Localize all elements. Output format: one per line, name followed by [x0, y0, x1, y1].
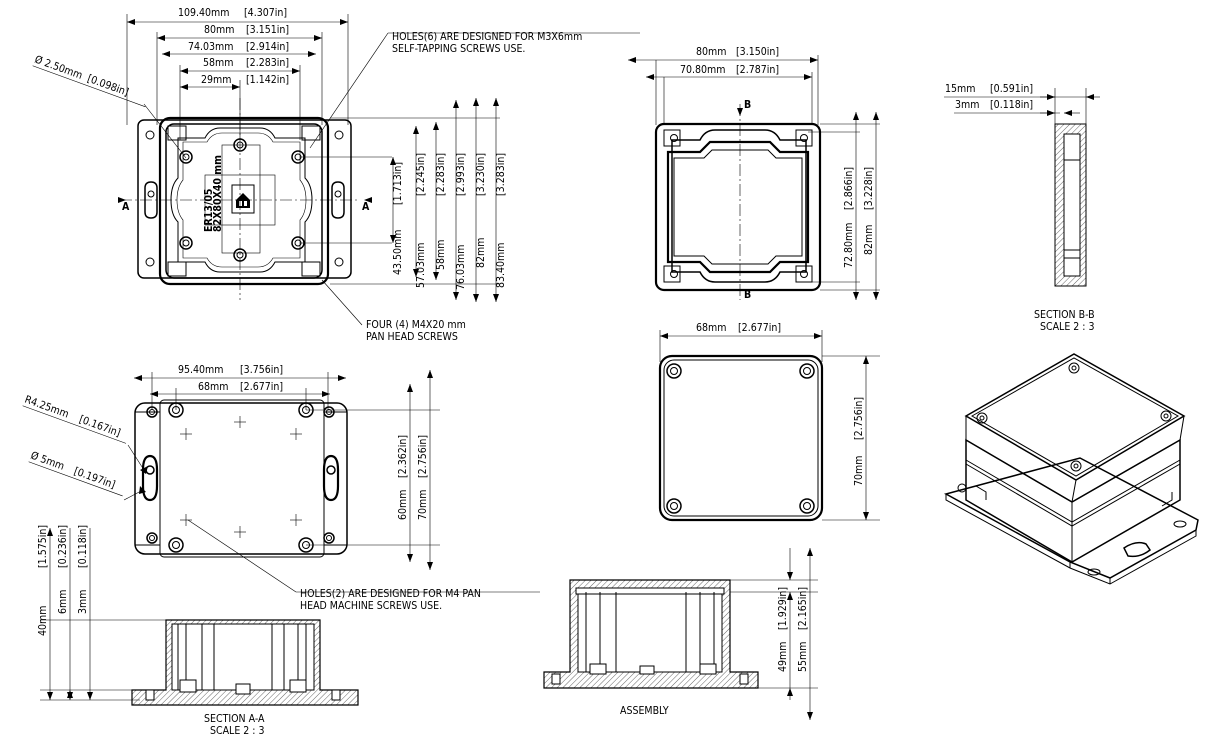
aa-title: SECTION A-A — [204, 713, 265, 725]
note-m3-screws-1: HOLES(6) ARE DESIGNED FOR M3X6mm — [392, 31, 582, 43]
base-h1-in: [2.362in] — [397, 435, 409, 478]
dim-h4-mm: 76.03mm — [455, 245, 467, 290]
radius-callout: R4.25mm [0.167in] — [22, 394, 127, 444]
dim-58-in: [2.283in] — [246, 57, 289, 69]
base-h1-mm: 60mm — [397, 490, 409, 520]
dim-29-in: [1.142in] — [246, 74, 289, 86]
section-aa: [1.575in] 40mm [0.236in] 6mm [0.118in] 3… — [37, 525, 359, 737]
base-radius-in: [0.167in] — [77, 413, 122, 439]
lid-w-in: [2.677in] — [738, 322, 781, 334]
hole-dia-in: [0.098in] — [86, 73, 131, 99]
isometric-view — [944, 353, 1199, 585]
logo-mark — [231, 184, 255, 214]
asm-d1-in: [1.929in] — [777, 587, 789, 630]
note-pan-screws-2: PAN HEAD SCREWS — [366, 331, 458, 343]
frame-h1-in: [2.866in] — [843, 167, 855, 210]
frame-section-mark-bottom: B — [744, 289, 751, 301]
aa-d2-in: [0.236in] — [57, 525, 69, 568]
dim-h6-in: [3.283in] — [495, 153, 507, 196]
aa-d3-in: [0.118in] — [77, 525, 89, 568]
sec-bb-d2-in: [0.118in] — [990, 99, 1033, 111]
sec-bb-scale: SCALE 2 : 3 — [1040, 321, 1094, 333]
top-view: 109.40mm [4.307in] 80mm [3.151in] 74.03m… — [32, 7, 640, 343]
asm-d1-mm: 49mm — [777, 642, 789, 672]
frame-w1-in: [3.150in] — [736, 46, 779, 58]
base-h2-in: [2.756in] — [417, 435, 429, 478]
frame-w2-mm: 70.80mm — [680, 64, 725, 76]
dim-h2-mm: 57.03mm — [415, 243, 427, 288]
note-m4-pan-2: HEAD MACHINE SCREWS USE. — [300, 600, 442, 612]
sec-bb-d1-mm: 15mm — [945, 83, 975, 95]
lid-view: 68mm [2.677in] [2.756in] 70mm — [658, 322, 880, 522]
dim-h5-mm: 82mm — [475, 238, 487, 268]
base-w1-mm: 95.40mm — [178, 364, 223, 376]
section-mark-a-right: A — [362, 201, 370, 213]
asm-d2-in: [2.165in] — [797, 587, 809, 630]
assembly-section: [1.929in] 49mm [2.165in] 55mm ASSEMBLY — [543, 548, 818, 720]
dim-h2-in: [2.245in] — [415, 153, 427, 196]
dim-109-in: [4.307in] — [244, 7, 287, 19]
lid-h-mm: 70mm — [853, 456, 865, 486]
dim-h6-mm: 83.40mm — [495, 243, 507, 288]
dim-h3-in: [2.283in] — [435, 153, 447, 196]
dim-29-mm: 29mm — [201, 74, 231, 86]
note-m3-screws-2: SELF-TAPPING SCREWS USE. — [392, 43, 525, 55]
note-m4-pan-1: HOLES(2) ARE DESIGNED FOR M4 PAN — [300, 588, 481, 600]
dim-80-mm: 80mm — [204, 24, 234, 36]
section-bb: 15mm [0.591in] 3mm [0.118in] SECTION B-B… — [944, 83, 1100, 333]
dim-h1-mm: 43.50mm — [392, 230, 404, 275]
top-view-width-dims: 109.40mm [4.307in] 80mm [3.151in] 74.03m… — [126, 7, 349, 140]
base-w2-mm: 68mm — [198, 381, 228, 393]
note-pan-screws-1: FOUR (4) M4X20 mm — [366, 319, 466, 331]
lid-w-mm: 68mm — [696, 322, 726, 334]
aa-d3-mm: 3mm — [77, 590, 89, 614]
dim-74-in: [2.914in] — [246, 41, 289, 53]
label-code: ER13/05 — [203, 189, 215, 232]
dim-h1-in: [1.713in] — [392, 162, 404, 205]
frame-w2-in: [2.787in] — [736, 64, 779, 76]
hole-dia-mm: Ø 2.50mm — [33, 54, 84, 82]
frame-h2-in: [3.228in] — [863, 167, 875, 210]
frame-section-mark-top: B — [744, 99, 751, 111]
base-w2-in: [2.677in] — [240, 381, 283, 393]
base-radius-mm: R4.25mm — [23, 394, 70, 421]
base-h2-mm: 70mm — [417, 490, 429, 520]
sec-bb-title: SECTION B-B — [1034, 309, 1095, 321]
asm-d2-mm: 55mm — [797, 642, 809, 672]
base-view: 95.40mm [3.756in] 68mm [2.677in] — [22, 364, 540, 612]
dim-h3-mm: 58mm — [435, 240, 447, 270]
aa-scale: SCALE 2 : 3 — [210, 725, 264, 737]
frame-h2-mm: 82mm — [863, 225, 875, 255]
frame-h1-mm: 72.80mm — [843, 223, 855, 268]
dim-h4-in: [2.993in] — [455, 153, 467, 196]
section-mark-a-left: A — [122, 201, 130, 213]
asm-title: ASSEMBLY — [620, 705, 669, 717]
frame-w1-mm: 80mm — [696, 46, 726, 58]
top-view-height-dims: [1.713in] 43.50mm [2.245in] 57.03mm [2.2… — [300, 98, 507, 302]
frame-view: 80mm [3.150in] 70.80mm [2.787in] B B [2.… — [628, 46, 880, 301]
dim-80-in: [3.151in] — [246, 24, 289, 36]
aa-d1-mm: 40mm — [37, 606, 49, 636]
aa-d1-in: [1.575in] — [37, 525, 49, 568]
dim-74-mm: 74.03mm — [188, 41, 233, 53]
hole-dia-callout: Ø 2.50mm [0.098in] — [32, 54, 146, 108]
base-slot-in: [0.197in] — [72, 465, 117, 491]
dim-58-mm: 58mm — [203, 57, 233, 69]
slot-callout: Ø 5mm [0.197in] — [28, 450, 123, 497]
sec-bb-d2-mm: 3mm — [955, 99, 979, 111]
base-w1-in: [3.756in] — [240, 364, 283, 376]
enclosure-label: ER13/05 82X80X40 mm — [203, 155, 224, 232]
label-size: 82X80X40 mm — [212, 155, 224, 232]
dim-109-mm: 109.40mm — [178, 7, 229, 19]
dim-h5-in: [3.230in] — [475, 153, 487, 196]
base-slot-mm: Ø 5mm — [29, 450, 66, 473]
lid-h-in: [2.756in] — [853, 397, 865, 440]
aa-d2-mm: 6mm — [57, 590, 69, 614]
sec-bb-d1-in: [0.591in] — [990, 83, 1033, 95]
